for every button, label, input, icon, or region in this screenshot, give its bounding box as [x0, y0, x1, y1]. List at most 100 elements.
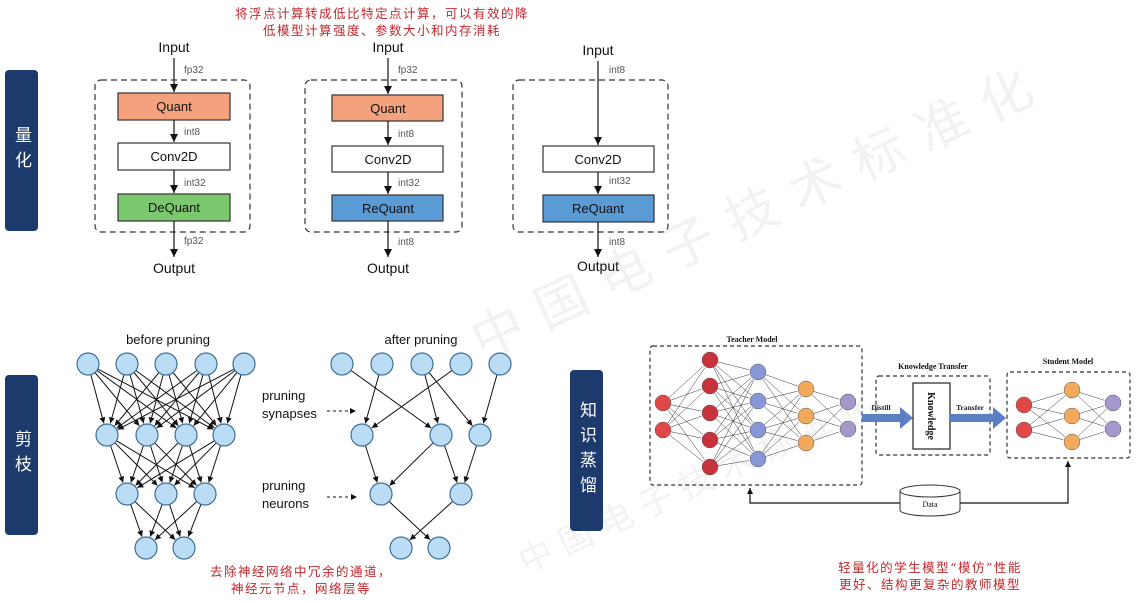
neuron: [154, 482, 178, 506]
teacher-connection: [717, 374, 750, 385]
transfer-label: Transfer: [956, 403, 984, 412]
neuron: [172, 536, 196, 560]
synapse: [156, 370, 236, 429]
synapse: [482, 374, 498, 424]
conv2d-block-label: Conv2D: [151, 149, 198, 164]
quant-block-label: Quant: [370, 101, 406, 116]
teacher-connection: [713, 367, 755, 452]
teacher-connection: [717, 442, 750, 456]
distillation-caption: 轻量化的学生模型“模仿”性能 更好、结构更复杂的教师模型: [820, 559, 1040, 593]
neuron: [95, 423, 119, 447]
synapse: [388, 501, 431, 541]
neuron: [427, 536, 451, 560]
teacher-connection: [716, 435, 752, 463]
section-label-text: 知识蒸馏: [576, 400, 596, 501]
synapse: [371, 369, 453, 429]
synapse: [187, 504, 202, 537]
dtype-label: fp32: [398, 65, 418, 76]
knowledge-box: [912, 382, 951, 450]
student-connection: [1077, 409, 1107, 437]
teacher-connection: [813, 431, 840, 441]
synapse: [90, 374, 106, 424]
teacher-neuron: [797, 434, 815, 452]
synapse: [193, 372, 238, 427]
teacher-neuron: [701, 351, 719, 369]
conv2d-block: [331, 145, 444, 173]
pruning-synapses-label: synapses: [262, 406, 317, 421]
teacher-neuron: [701, 404, 719, 422]
network-before-pruning: [76, 352, 256, 560]
knowledge-transfer-title: Knowledge Transfer: [898, 362, 968, 371]
synapse: [207, 445, 222, 483]
neuron: [115, 352, 139, 376]
teacher-connection: [765, 418, 798, 429]
distillation-caption-line: 轻量化的学生模型“模仿”性能: [838, 560, 1022, 575]
synapse: [130, 504, 143, 537]
teacher-neuron: [839, 393, 857, 411]
teacher-connection: [714, 366, 754, 423]
input-label: Input: [372, 39, 403, 55]
student-neuron: [1104, 420, 1122, 438]
synapse: [409, 501, 454, 541]
teacher-connection: [811, 408, 842, 438]
teacher-connection: [670, 388, 702, 401]
student-connection: [1031, 431, 1064, 441]
teacher-connection: [762, 396, 802, 453]
dtype-label: int8: [398, 129, 415, 140]
data-cylinder-top: [899, 484, 961, 498]
teacher-connection: [714, 408, 753, 461]
teacher-connection: [765, 390, 798, 400]
dtype-label: int32: [398, 178, 420, 189]
student-neuron: [1063, 381, 1081, 399]
section-label-text: 量化: [11, 125, 31, 176]
teacher-connection: [667, 367, 706, 424]
teacher-connection: [715, 418, 752, 453]
conv2d-block: [542, 145, 655, 173]
neuron: [135, 423, 159, 447]
synapse: [444, 445, 459, 483]
section-label-distillation: 知识蒸馏: [570, 370, 603, 531]
student-connection: [1031, 418, 1064, 429]
output-label: Output: [367, 260, 409, 276]
synapse: [463, 445, 478, 483]
conv2d-block: [117, 142, 231, 171]
student-model-frame: [1006, 371, 1131, 459]
data-label: Data: [922, 500, 938, 509]
teacher-connection: [813, 418, 840, 427]
requant-block: [331, 194, 444, 222]
requant-block-label: ReQuant: [572, 201, 624, 216]
synapse: [169, 504, 182, 537]
output-label: Output: [153, 260, 195, 276]
teacher-connection: [670, 415, 702, 428]
student-connection: [1079, 431, 1105, 440]
teacher-connection: [670, 404, 702, 412]
teacher-neuron: [701, 431, 719, 449]
student-connection: [1031, 392, 1064, 403]
teacher-connection: [716, 406, 752, 436]
teacher-connection: [717, 402, 750, 412]
dtype-label: fp32: [184, 65, 204, 76]
student-connection: [1079, 392, 1105, 401]
dtype-label: int8: [609, 65, 626, 76]
pruning-caption-line: 神经元节点，网络层等: [230, 581, 371, 596]
pruning-caption-line: 去除神经网络中冗余的通道，: [209, 564, 392, 579]
pruning-neurons-label: neurons: [262, 496, 309, 511]
teacher-neuron: [701, 458, 719, 476]
quant-block-label: Quant: [156, 99, 192, 114]
student-connection: [1077, 395, 1107, 423]
student-neuron: [1063, 407, 1081, 425]
distillation-caption-line: 更好、结构更复杂的教师模型: [838, 577, 1021, 592]
output-label: Output: [577, 258, 619, 274]
teacher-neuron: [749, 450, 767, 468]
neuron: [115, 482, 139, 506]
synapse: [364, 374, 380, 424]
neuron: [449, 352, 473, 376]
dashed-frame: [512, 79, 669, 233]
section-label-pruning: 剪枝: [5, 375, 38, 535]
synapse: [154, 501, 198, 541]
neuron: [429, 423, 453, 447]
neuron: [389, 536, 413, 560]
neuron: [330, 352, 354, 376]
